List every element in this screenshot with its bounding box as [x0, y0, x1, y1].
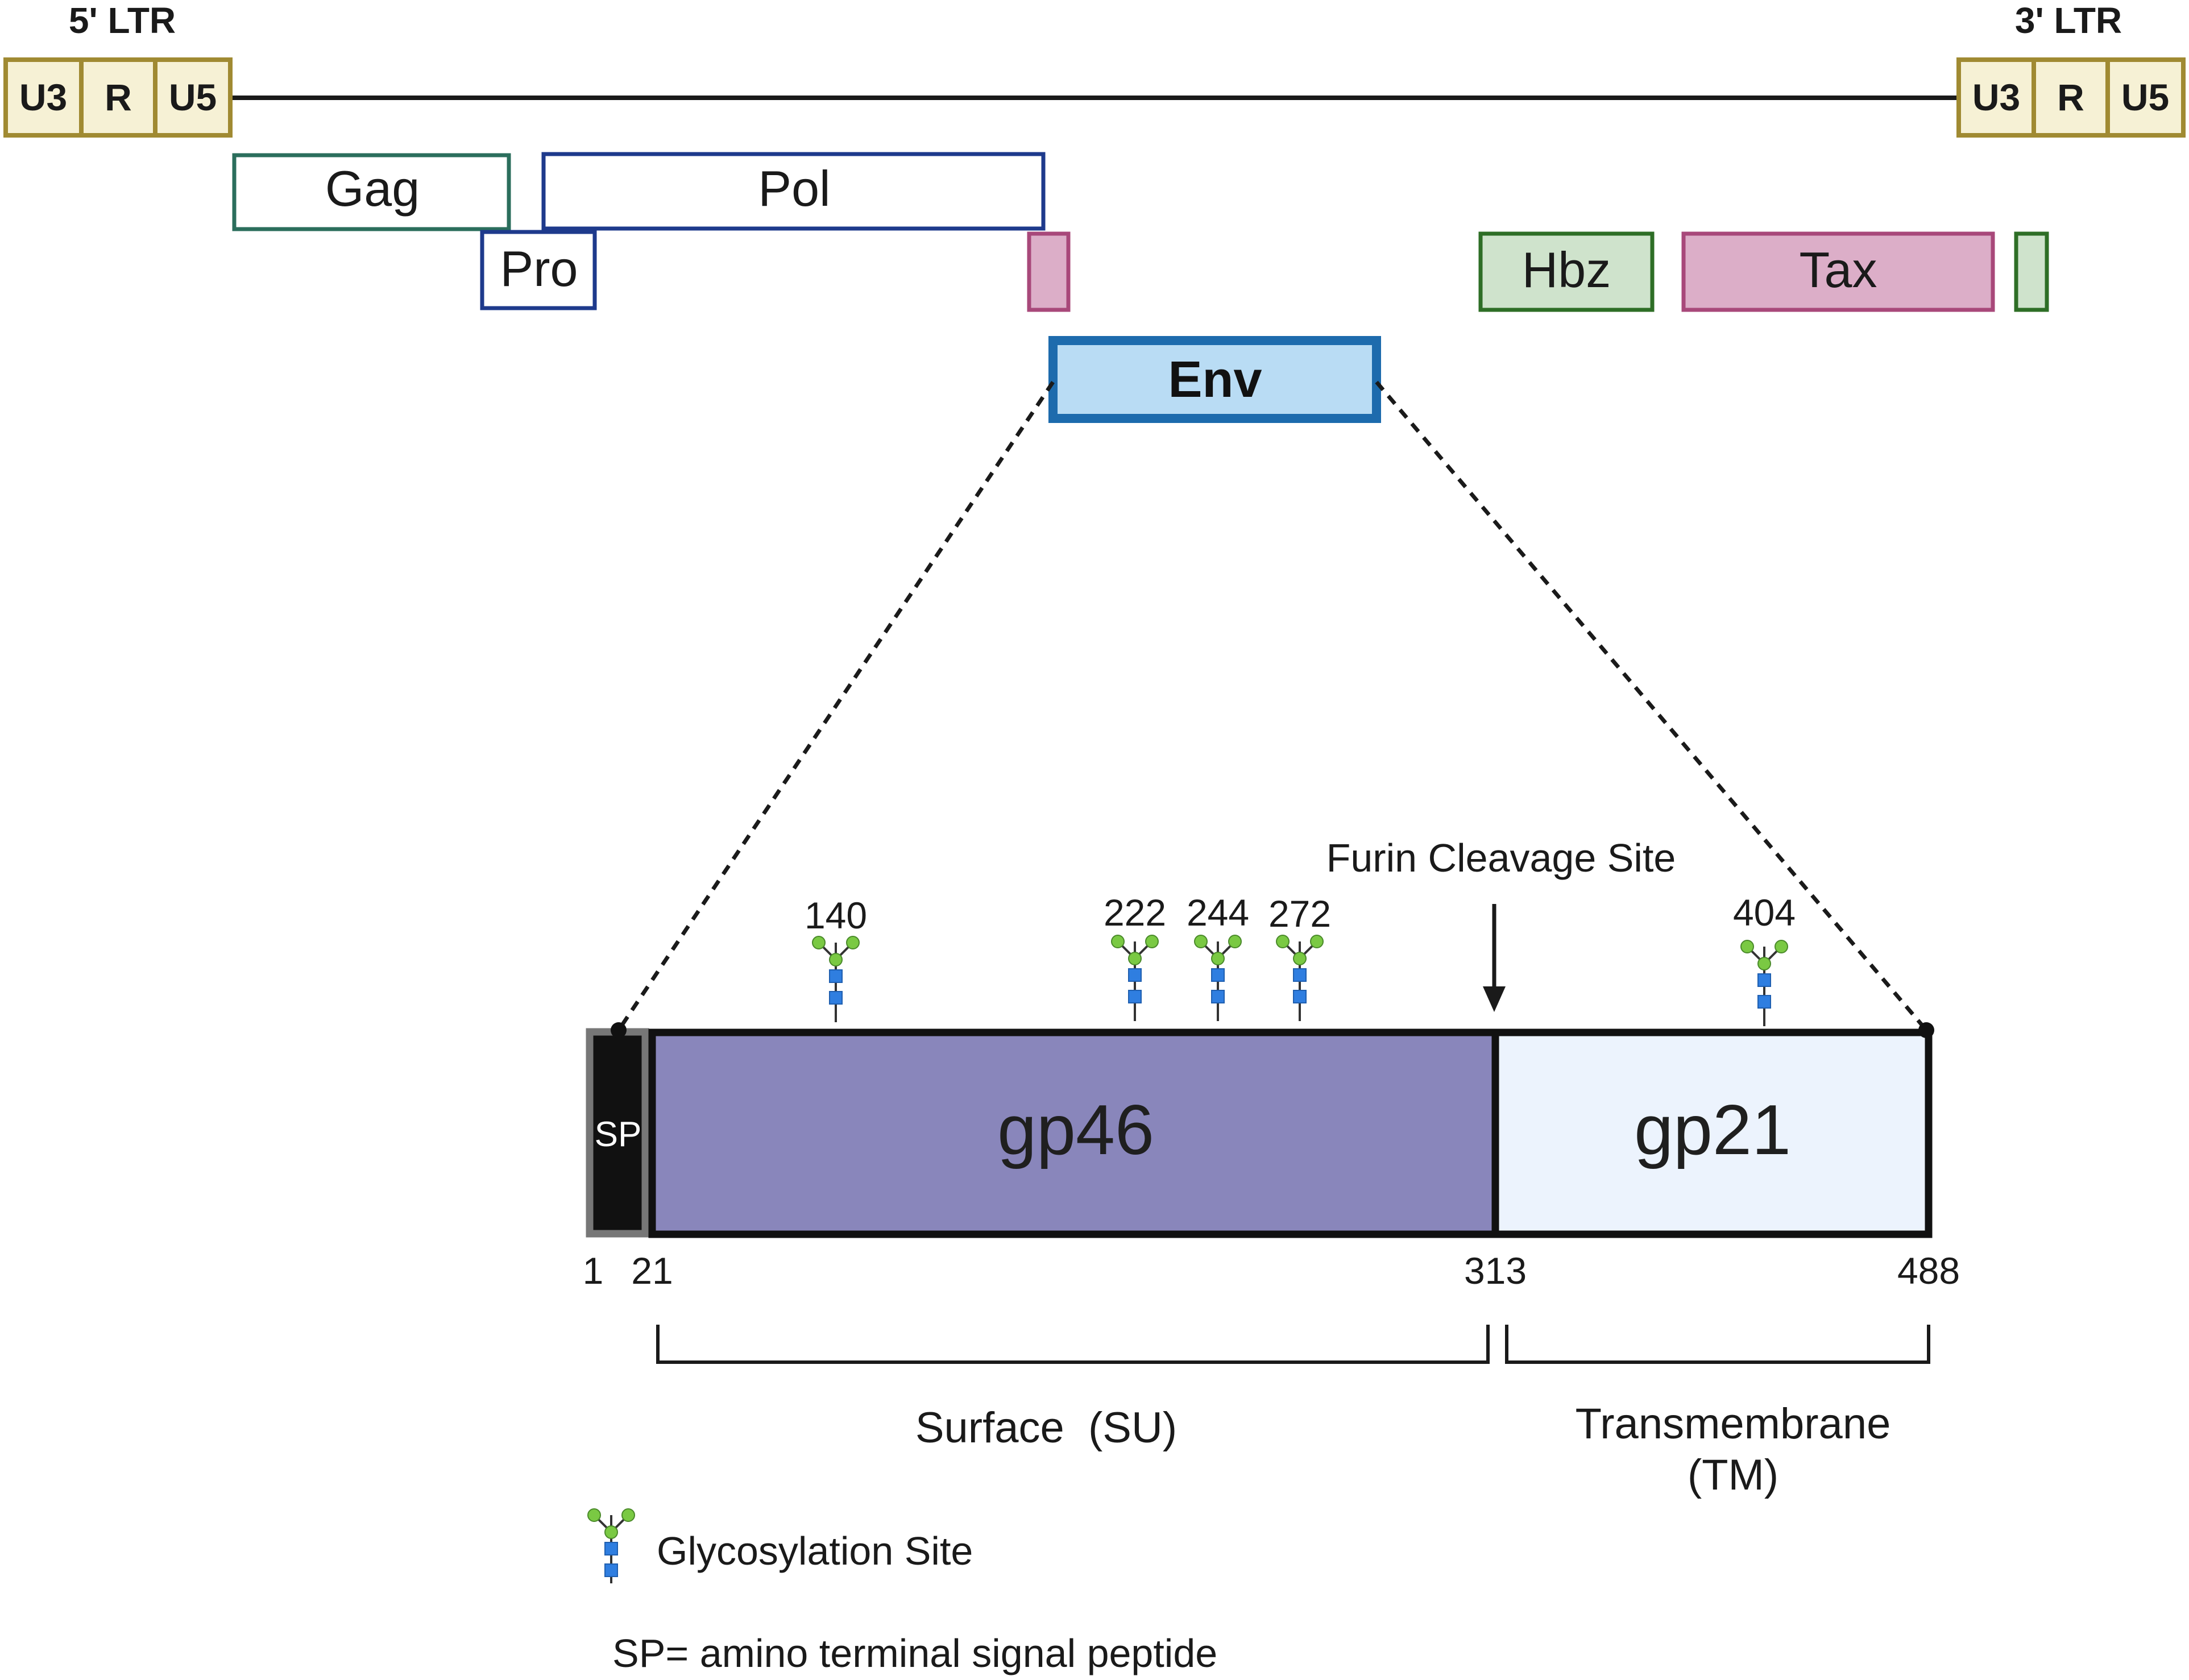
gp21-segment-label: gp21 [1634, 1091, 1791, 1169]
glycan-icon-layer [587, 935, 1788, 1583]
glyco-site-label-140: 140 [805, 894, 867, 936]
five-prime-u5-box [153, 57, 233, 138]
position-start: 1 [583, 1250, 604, 1292]
hbz-gene-label: Hbz [1522, 242, 1611, 298]
transmembrane-region-label: Transmembrane [1576, 1400, 1891, 1448]
three-prime-ltr: U3 R U5 [1956, 57, 2186, 138]
zoom-line-right [1375, 380, 1928, 1032]
glyco-site-label-222: 222 [1104, 891, 1166, 934]
env-gene-box [1048, 336, 1381, 423]
position-cleavage: 313 [1464, 1250, 1527, 1292]
pro-gene-box [480, 230, 597, 310]
position-sp-end: 21 [631, 1250, 673, 1292]
gp46-segment-label: gp46 [997, 1091, 1154, 1169]
three-prime-u3-label: U3 [1972, 76, 2020, 118]
glycan-icon-222 [1111, 935, 1159, 1021]
zoom-line-right-endpoint [1918, 1022, 1934, 1038]
hbz-gene-box [1478, 231, 1655, 312]
pol-gene-box [541, 152, 1046, 231]
gag-gene-label: Gag [325, 160, 420, 217]
legend-sp-note: SP= amino terminal signal peptide [612, 1631, 1217, 1675]
small-pink-orf-box [1027, 231, 1071, 312]
transmembrane-region-abbrev: (TM) [1688, 1451, 1778, 1499]
gp21-segment [1491, 1028, 1933, 1238]
three-prime-u5-label: U5 [2121, 76, 2169, 118]
legend-glycosylation-label: Glycosylation Site [657, 1529, 973, 1573]
tax-gene-label: Tax [1800, 242, 1877, 298]
gp46-segment [648, 1028, 1499, 1238]
position-end: 488 [1897, 1250, 1960, 1292]
five-prime-ltr-label: 5' LTR [69, 0, 176, 41]
zoom-line-left-endpoint [611, 1022, 627, 1038]
five-prime-ltr: U3 R U5 [3, 57, 233, 138]
pro-gene-label: Pro [500, 240, 578, 297]
surface-region-label: Surface (SU) [915, 1404, 1177, 1452]
small-green-orf-box [2014, 231, 2049, 312]
glycan-icon-272 [1276, 935, 1324, 1021]
tax-gene-box [1681, 231, 1995, 312]
pol-gene-label: Pol [758, 160, 830, 217]
three-prime-r-label: R [2057, 76, 2084, 118]
env-gene-label: Env [1168, 351, 1262, 408]
five-prime-r-label: R [105, 76, 132, 118]
furin-arrow-head [1483, 986, 1506, 1012]
legend-glycan-icon [587, 1508, 635, 1583]
three-prime-ltr-label: 3' LTR [2015, 0, 2122, 41]
three-prime-u5-box [2105, 57, 2186, 138]
glycan-icon-244 [1194, 935, 1242, 1021]
zoom-line-left [617, 381, 1055, 1031]
five-prime-u3-label: U3 [19, 76, 67, 118]
glyco-site-label-404: 404 [1733, 891, 1796, 934]
five-prime-u5-label: U5 [169, 76, 217, 118]
surface-bracket [656, 1325, 1490, 1364]
gag-gene-box [232, 153, 511, 231]
glycan-icon-140 [812, 936, 860, 1022]
glyco-site-label-244: 244 [1187, 891, 1249, 934]
glyco-site-label-272: 272 [1268, 893, 1331, 935]
transmembrane-bracket [1505, 1325, 1930, 1364]
glycan-icon-404 [1740, 940, 1788, 1026]
sp-segment-label: SP [595, 1115, 642, 1154]
furin-cleavage-label: Furin Cleavage Site [1326, 836, 1676, 880]
